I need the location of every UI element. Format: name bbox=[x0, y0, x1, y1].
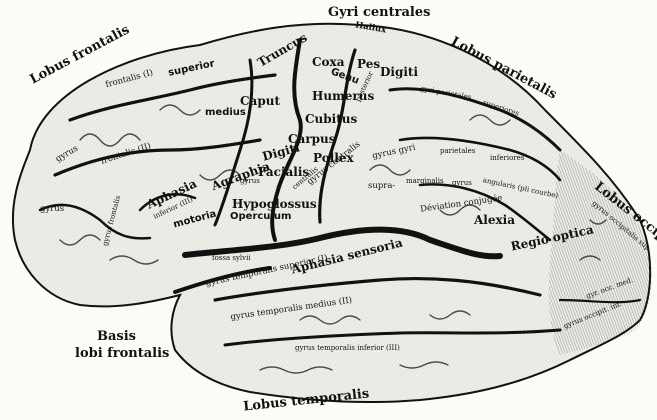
occipital-region bbox=[548, 150, 652, 355]
label-pollex: Pollex bbox=[313, 151, 354, 165]
label-medius: medius bbox=[205, 107, 246, 118]
label-gyrus-ang: gyrus bbox=[452, 179, 472, 187]
central-sulcus bbox=[270, 38, 303, 242]
label-alexia: Alexia bbox=[474, 213, 515, 227]
label-caput: Caput bbox=[240, 94, 280, 108]
label-coxa: Coxa bbox=[312, 55, 345, 69]
label-carpus: Carpus bbox=[288, 132, 336, 146]
label-marginalis: marginalis bbox=[406, 177, 444, 185]
label-facialis: Facialis bbox=[258, 165, 310, 179]
label-gyrus-temporalis-inf: gyrus temporalis inferior (III) bbox=[295, 344, 400, 352]
label-humerus: Humerus bbox=[312, 89, 375, 103]
label-pes: Pes bbox=[357, 57, 381, 71]
label-cubitus: Cubitus bbox=[305, 112, 358, 126]
label-parietales: parietales bbox=[440, 147, 476, 155]
label-lobi-frontalis: lobi frontalis bbox=[75, 346, 170, 361]
label-digiti-top: Digiti bbox=[380, 65, 419, 79]
label-supra: supra- bbox=[368, 181, 396, 191]
sylvian-fissure bbox=[182, 226, 503, 260]
label-gyrus-left2: gyrus bbox=[40, 204, 65, 214]
label-gyrus-central-small: gyrus bbox=[240, 177, 260, 185]
label-basis: Basis bbox=[97, 329, 136, 344]
label-operculum: Operculum bbox=[230, 211, 292, 222]
label-inferiores: inferiores bbox=[490, 154, 525, 162]
label-hypoglossus: Hypoglossus bbox=[232, 197, 317, 211]
label-gyri-centrales: Gyri centrales bbox=[328, 5, 431, 20]
label-fossa-sylvii: fossa sylvii bbox=[212, 254, 251, 262]
